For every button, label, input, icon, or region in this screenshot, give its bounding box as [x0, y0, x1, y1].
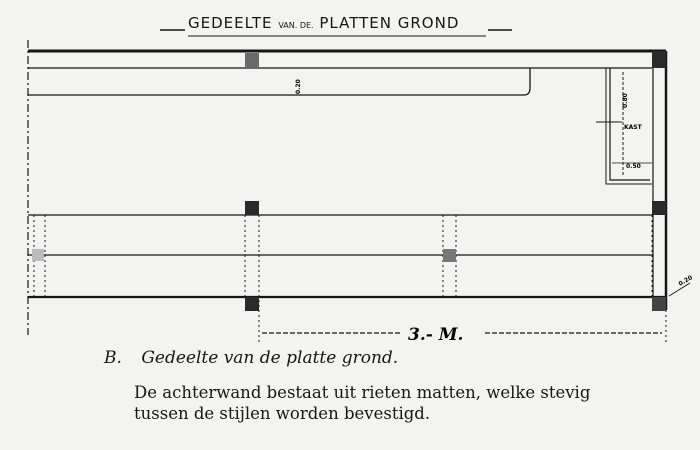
caption-text: Gedeelte van de platte grond.	[141, 348, 399, 368]
body-line: De achterwand bestaat uit rieten matten,…	[134, 383, 591, 402]
dimension-kast-width: 0.50	[626, 163, 641, 170]
label-kast: KAST	[624, 124, 643, 131]
dimension-depth: 0.20	[295, 79, 302, 94]
title-part: GEDEELTE	[188, 14, 273, 32]
dimension-kast-height: 0.80	[622, 93, 629, 108]
dimension-length: 3.- M.	[408, 325, 463, 345]
title-part: PLATTEN GROND	[319, 14, 460, 32]
title-part: VAN. DE.	[278, 21, 314, 30]
drawing-title: GEDEELTE VAN. DE. PLATTEN GROND	[188, 14, 459, 32]
figure-caption: B. Gedeelte van de platte grond.	[104, 348, 398, 368]
body-text: De achterwand bestaat uit rieten matten,…	[134, 382, 674, 424]
body-line: tussen de stijlen worden bevestigd.	[134, 404, 431, 423]
caption-label: B.	[104, 348, 122, 368]
